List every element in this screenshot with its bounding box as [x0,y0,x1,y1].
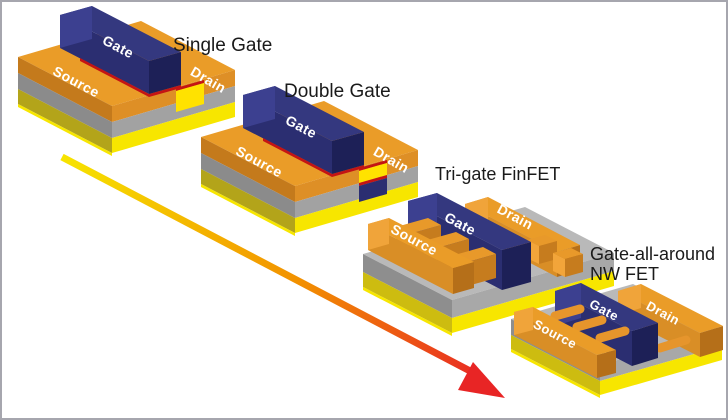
slab-left-orange-layer [201,137,295,202]
slab-right-yellow-layer [112,102,235,153]
gate-bar-right-cap [332,132,364,174]
gate-oxide-front-line [80,58,149,97]
gate-bar-right-cap [632,323,658,366]
slab-left-gray-layer [201,153,295,218]
device-gate-all-around-nw-fet: Source Gate Drain Gate-all-around NW FET [511,244,723,398]
nanowire [595,326,630,343]
base-left-bottom-edge [363,287,452,336]
device-title-gaa-line1: Gate-all-around [590,244,715,264]
slab-left-bottom-edge [18,104,112,156]
source-bar-right-cap [453,262,474,294]
slab-left-orange-layer [18,57,112,122]
slab-right-orange-layer [112,70,235,122]
device-double-gate: Source Gate Drain Double Gate [201,81,418,236]
slab-right-orange-layer [295,150,418,202]
source-bar-front-face [514,312,597,378]
channel-region [359,163,387,183]
evolution-arrow [60,153,505,398]
gate-bar-left-cap [60,6,92,48]
source-bar-front-face [368,224,453,294]
slab-right-gray-layer [112,86,235,138]
drain-bar-top-face [618,284,723,333]
top-gate-oxide-line [359,160,387,171]
gap-fin-cap [553,253,565,277]
slab-right-gray-layer [295,166,418,218]
bottom-gate-region [359,178,387,202]
slab-right-yellow-layer [295,182,418,233]
source-bar-left-cap [368,218,389,250]
drain-bar-right-cap [700,326,723,357]
gate-bar-right-cap [149,52,181,94]
gate-oxide-front-line [263,138,332,177]
gap-fin-top [553,248,583,259]
device-title-double-gate: Double Gate [284,81,391,102]
evolution-arrow-head-icon [458,362,505,398]
source-bar-left-cap [514,307,533,335]
device-title-tri-gate-finfet: Tri-gate FinFET [435,164,560,184]
nanowire [550,304,585,321]
slab-left-yellow-layer [18,89,112,153]
slab-left-yellow-layer [201,169,295,233]
bottom-gate-oxide-line [359,175,387,186]
gap-fin-side [565,254,583,277]
channel-region [176,83,204,112]
source-bar-right-cap [597,350,616,378]
device-single-gate: Source Gate Drain Single Gate [18,6,272,156]
gap-fin-side [539,241,557,264]
device-title-single-gate: Single Gate [173,35,272,56]
gate-bar-right-cap [502,242,531,290]
evolution-arrow-shaft [60,153,474,376]
base-left-yellow-layer [363,272,452,333]
gap-fin-top [527,235,557,246]
base-left-yellow-layer [511,335,600,395]
slab-left-bottom-edge [201,184,295,236]
source-bar-top-face [514,307,616,355]
nanowire-drain-side [655,335,691,353]
base-left-gray-layer [363,254,452,318]
gate-oxide-end-line [332,165,364,177]
base-right-yellow-layer [600,346,722,395]
slab-left-gray-layer [18,73,112,138]
gate-bar-top-face [408,193,531,250]
nanowire [572,315,607,332]
source-bar-top-face [368,218,474,268]
device-title-gaa-line2: NW FET [590,264,659,284]
gate-oxide-end-line [149,85,181,97]
gate-bar-left-cap [243,86,275,128]
base-left-bottom-edge [511,349,600,398]
gate-oxide-line [176,80,204,91]
